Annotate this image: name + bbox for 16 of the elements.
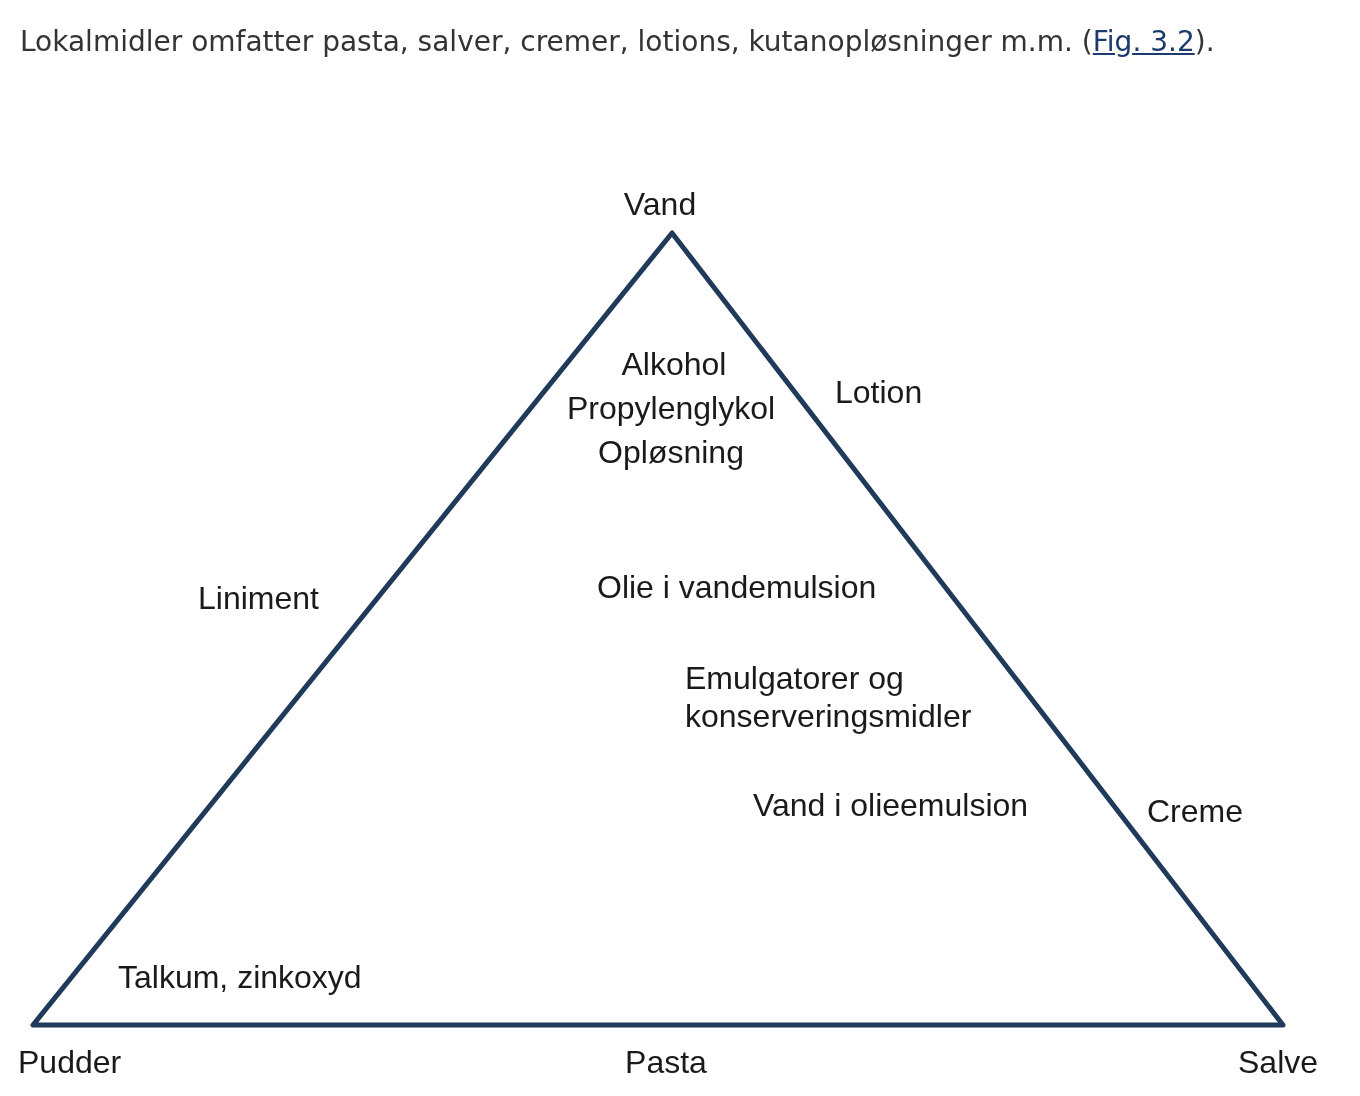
corner-label: Salve bbox=[1238, 1042, 1319, 1082]
node-text: Alkohol bbox=[621, 344, 727, 384]
corner-label: Pudder bbox=[18, 1042, 122, 1082]
node-text: Propylenglykol bbox=[566, 388, 776, 428]
node-text: Vand i olieemulsion bbox=[753, 785, 1029, 825]
figure-link: Fig. 3.2 bbox=[1092, 25, 1195, 58]
side-label: Liniment bbox=[198, 578, 319, 618]
corner-label: Pasta bbox=[625, 1042, 707, 1082]
node-text: Talkum, zinkoxyd bbox=[118, 957, 362, 997]
side-label: Lotion bbox=[835, 372, 923, 412]
corner-label: Vand bbox=[623, 184, 697, 224]
node-text: Emulgatorer og konserveringsmidler bbox=[685, 658, 973, 736]
node-text: Olie i vandemulsion bbox=[597, 567, 877, 607]
node-text: Opløsning bbox=[598, 432, 744, 472]
intro-paragraph: Lokalmidler omfatter pasta, salver, cremer, lotions, kutanopløsninger m.m. (Fig. 3.2). bbox=[20, 24, 1216, 60]
side-label: Creme bbox=[1147, 791, 1243, 831]
